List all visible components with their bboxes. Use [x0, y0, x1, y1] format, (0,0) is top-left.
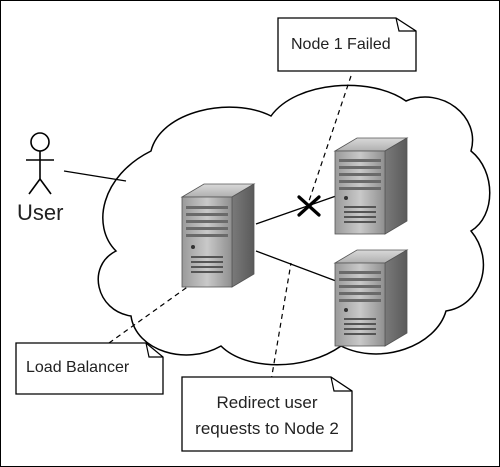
lb-to-node2-link — [255, 250, 337, 282]
node1-failed-note-text: Node 1 Failed — [291, 36, 391, 53]
failed-link-x-icon — [297, 195, 321, 217]
redirect-note-line-2: requests to Node 2 — [195, 419, 339, 438]
node-2-server-icon — [333, 249, 409, 347]
node-1-server-icon — [333, 137, 409, 235]
user-connection-line — [63, 170, 127, 182]
user-actor-icon — [26, 132, 54, 195]
node1-failed-pointer — [308, 75, 352, 202]
cloud-shape — [97, 84, 491, 366]
redirect-note-line-1: Redirect user — [216, 393, 318, 412]
node1-failed-note-shape — [277, 17, 417, 72]
redirect-note-shape — [181, 376, 353, 452]
load-balancer-note-shape — [15, 342, 164, 395]
user-actor-label: User — [17, 200, 64, 225]
redirect-pointer — [270, 262, 292, 382]
lb-to-node1-link — [255, 195, 337, 225]
load-balancer-server-icon — [180, 183, 256, 288]
load-balancer-note-text: Load Balancer — [26, 359, 130, 376]
